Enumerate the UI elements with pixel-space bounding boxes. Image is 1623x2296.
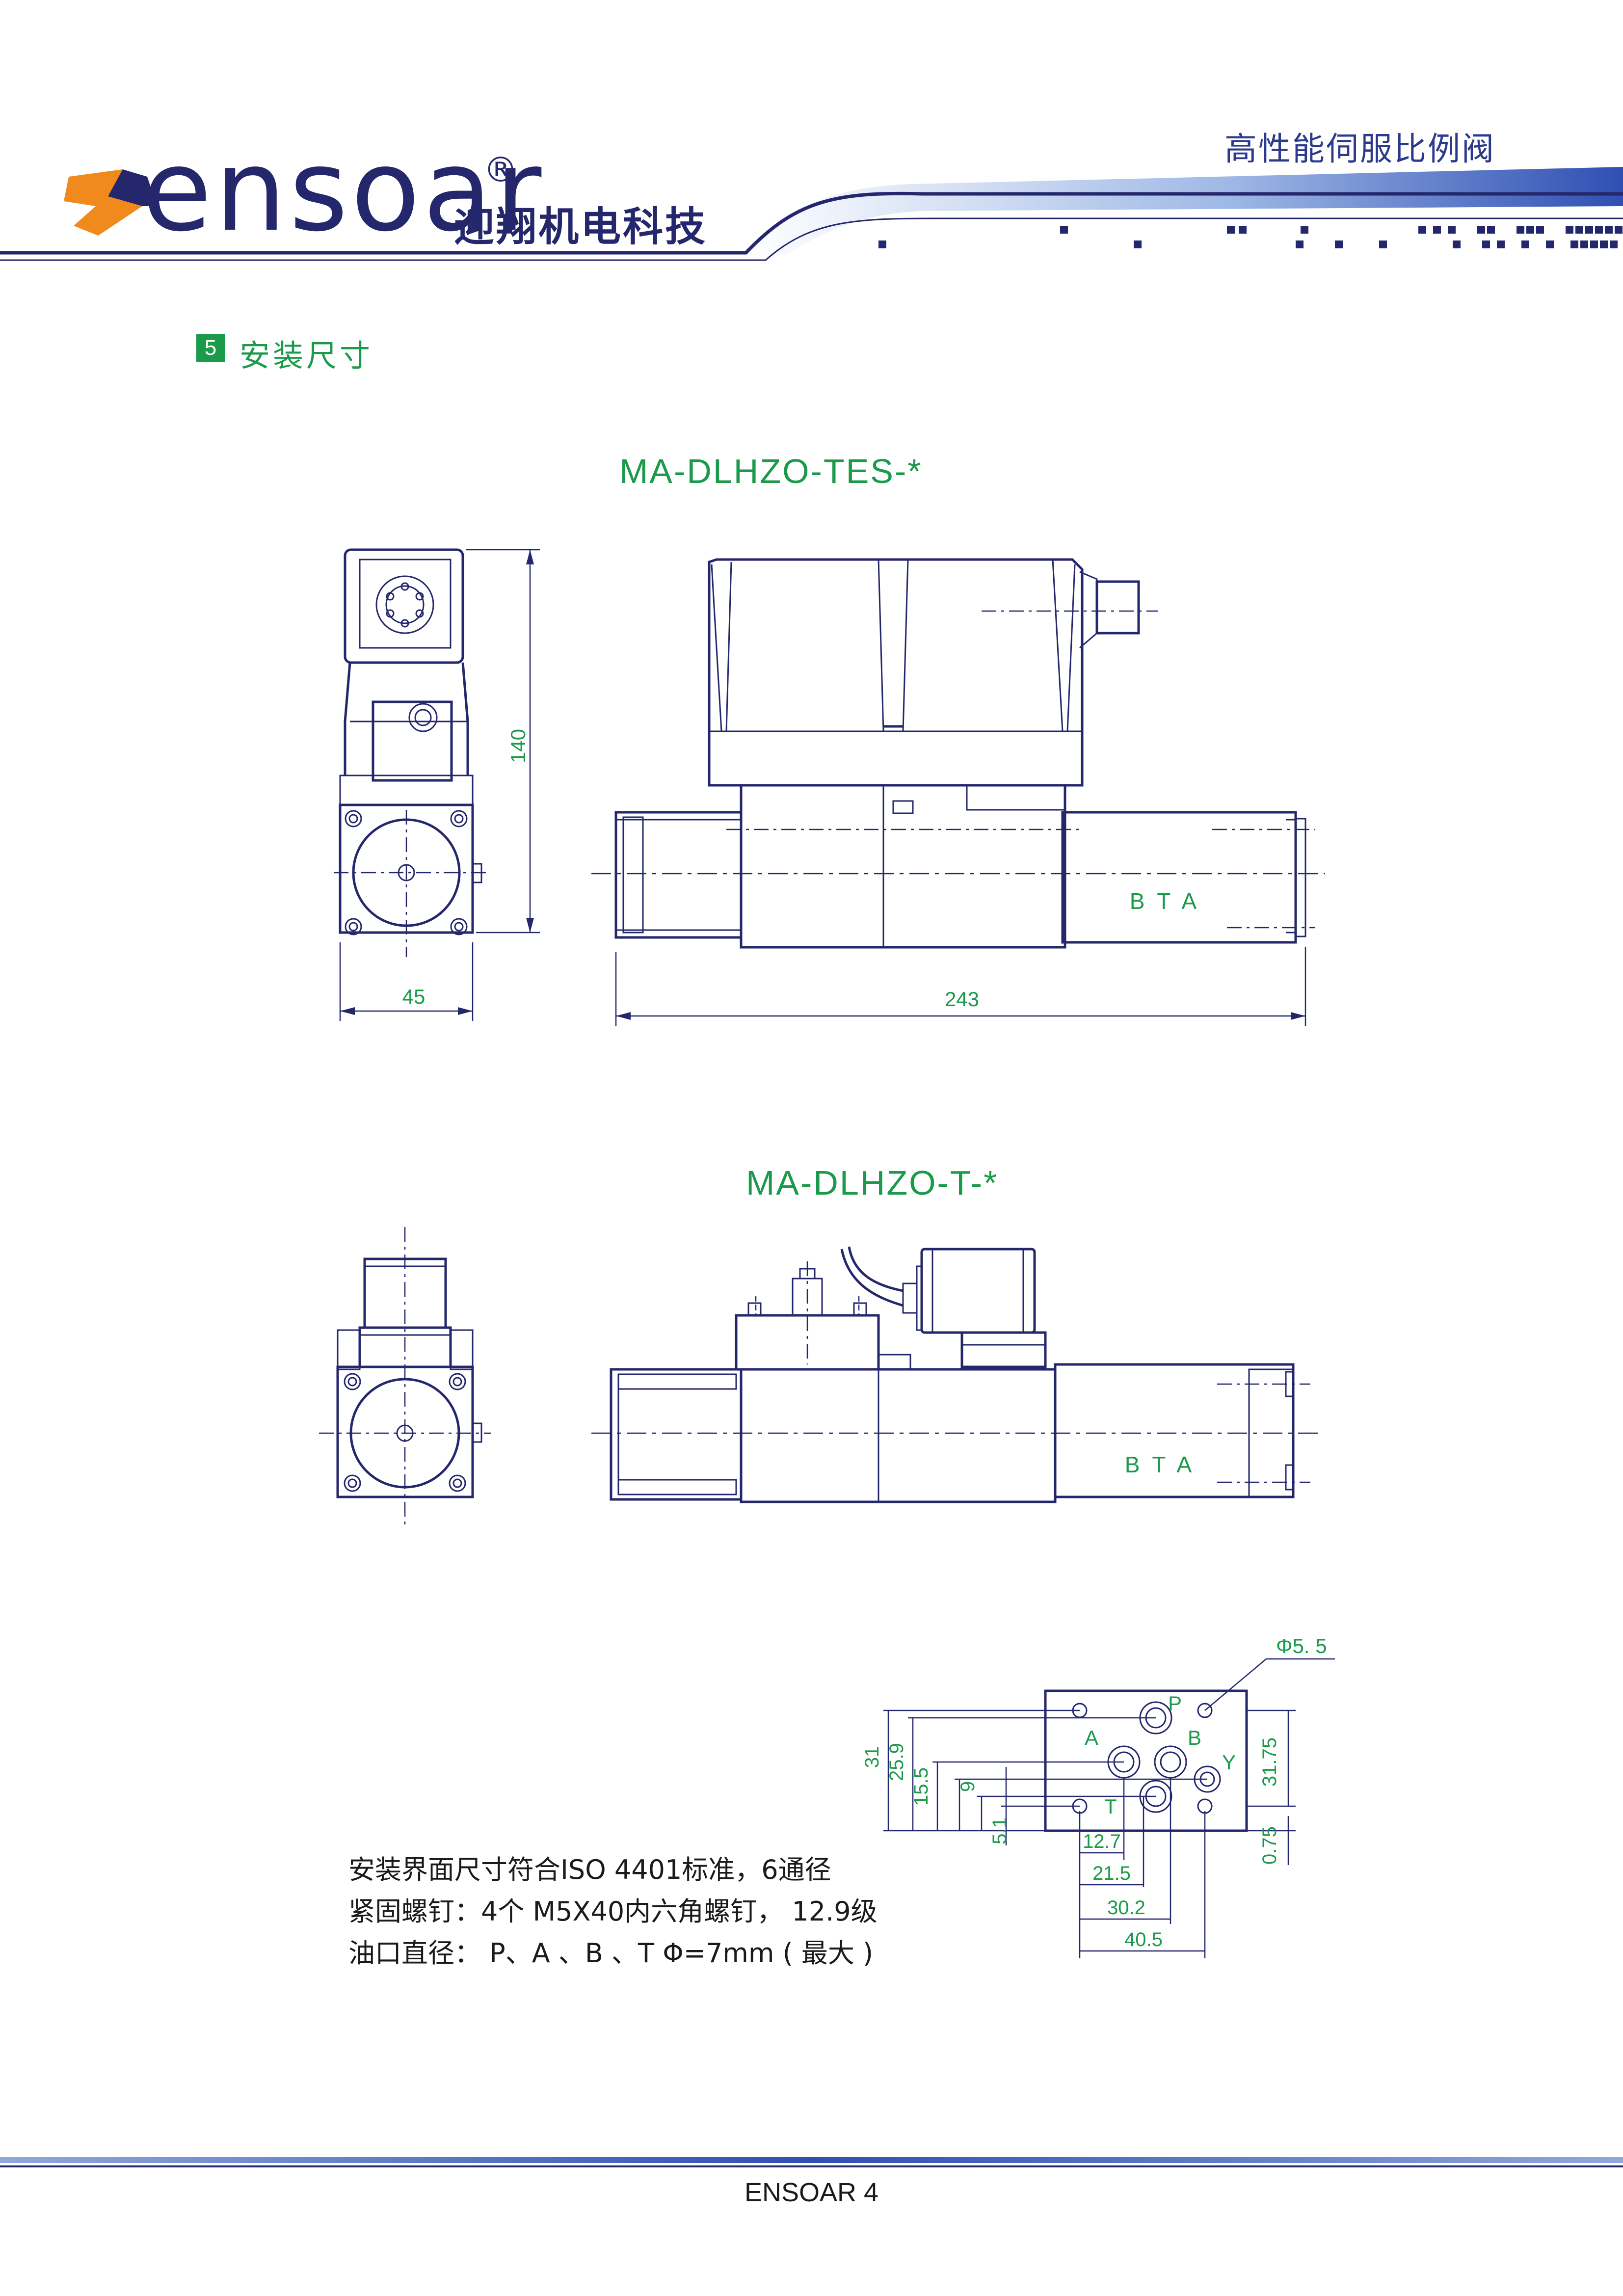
dim-right-2: 0.75: [1259, 1826, 1280, 1865]
drawing2-port-labels: B T A: [1125, 1452, 1192, 1477]
drawing1-dim-length: 243: [945, 988, 979, 1011]
dim-bottom-4: 40.5: [1124, 1929, 1163, 1950]
note-line-3: 油口直径： P、A 、B 、T Φ=7mm ( 最大 ): [348, 1938, 874, 1969]
hole-diameter-label: Φ5. 5: [1276, 1634, 1327, 1657]
drawing1-port-labels: B T A: [1130, 888, 1197, 914]
dim-bottom-1: 12.7: [1083, 1831, 1121, 1852]
port-t-label: T: [1104, 1795, 1117, 1818]
header-swoosh: [746, 167, 1623, 255]
drawing1-dim-width: 45: [402, 985, 426, 1008]
footer-page-label: ENSOAR 4: [744, 2178, 879, 2207]
drawing1-dim-height: 140: [506, 729, 530, 763]
port-p-label: P: [1168, 1692, 1182, 1715]
ensoar-logo-icon: [64, 169, 157, 236]
section-number-badge: 5: [196, 334, 225, 362]
brand-name-cn: 迎翔机电科技: [454, 204, 708, 250]
header-graphics: [0, 167, 1623, 261]
port-a-label: A: [1085, 1726, 1098, 1749]
port-b-label: B: [1188, 1726, 1201, 1749]
dim-right-1: 31.75: [1259, 1737, 1280, 1787]
dim-left-3: 15.5: [910, 1767, 932, 1806]
dim-bottom-2: 21.5: [1092, 1863, 1131, 1884]
header-dot-pattern: [878, 226, 1623, 248]
port-y-label: Y: [1222, 1751, 1236, 1774]
brand-logo-text: ensoar: [142, 126, 545, 257]
dim-left-2: 25.9: [886, 1743, 907, 1781]
note-line-2: 紧固螺钉：4个 M5X40内六角螺钉， 12.9级: [348, 1896, 878, 1927]
page-title: 高性能伺服比例阀: [1224, 130, 1495, 168]
registered-mark: ®: [483, 150, 518, 190]
dim-left-4: 9: [957, 1781, 979, 1792]
note-line-1: 安装界面尺寸符合ISO 4401标准，6通径: [348, 1854, 831, 1885]
drawing1-model-title: MA-DLHZO-TES-*: [619, 452, 923, 490]
drawing2-model-title: MA-DLHZO-T-*: [746, 1164, 999, 1202]
dim-left-1: 31: [861, 1746, 883, 1768]
section-title: 安装尺寸: [239, 338, 373, 374]
dim-bottom-3: 30.2: [1107, 1897, 1145, 1919]
dim-left-5: 5.1: [989, 1817, 1011, 1844]
